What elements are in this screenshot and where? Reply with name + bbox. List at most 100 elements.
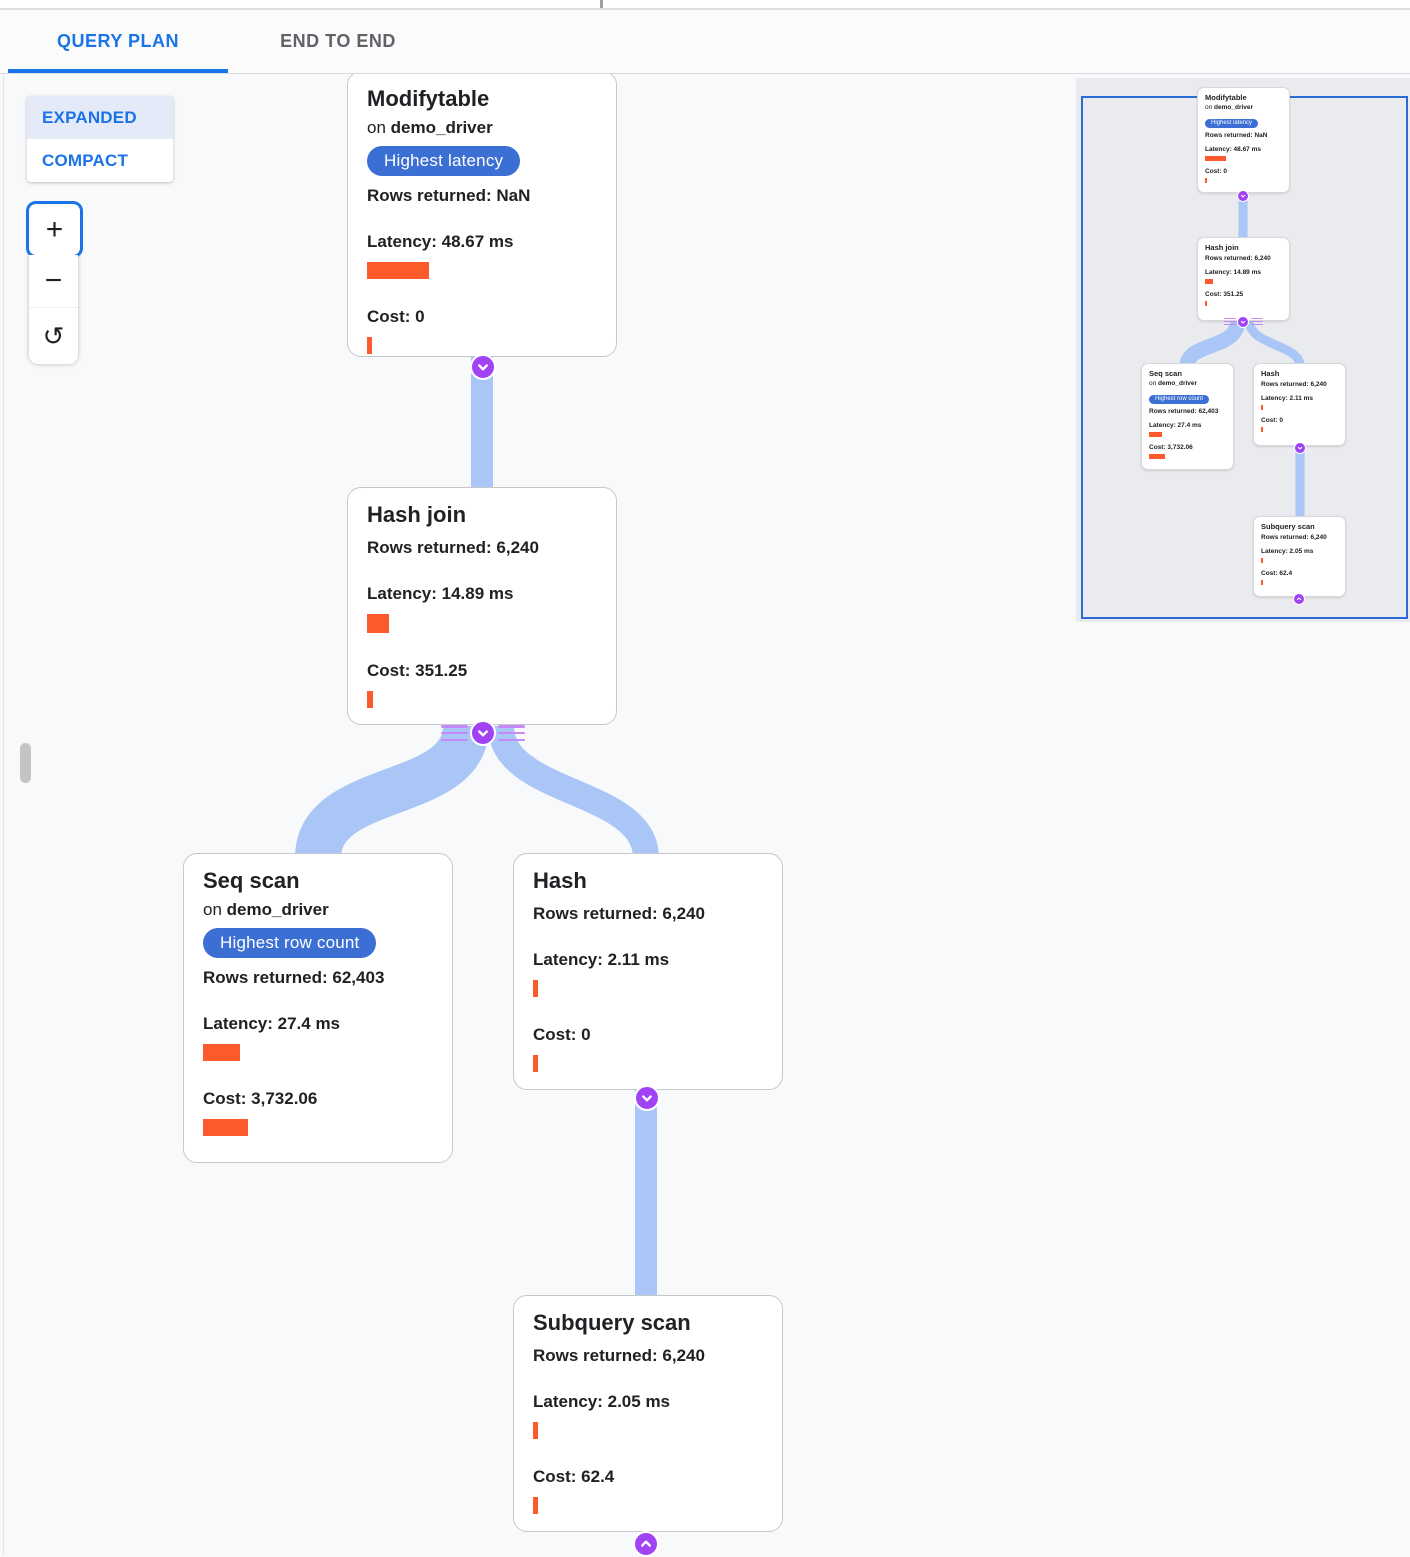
latency-bar <box>367 614 389 633</box>
cost-bar <box>1261 427 1263 432</box>
cost-bar <box>1261 580 1263 585</box>
zoom-controls: + − ↺ <box>26 201 83 364</box>
node-table: on demo_driver <box>367 118 493 137</box>
minimap-edge-stripes-left <box>1224 318 1236 325</box>
plan-node-hash[interactable]: Hash Rows returned: 6,240 Latency: 2.11 … <box>513 853 783 1090</box>
node-table: on demo_driver <box>1149 380 1198 387</box>
node-badge: Highest row count <box>203 928 377 958</box>
node-title: Hash <box>1261 369 1280 378</box>
minimap-node-modifytable[interactable]: Modifytable on demo_driver Highest laten… <box>1197 87 1290 193</box>
node-badge: Highest latency <box>1205 118 1259 128</box>
tab-query-plan[interactable]: QUERY PLAN <box>8 10 228 73</box>
node-badge: Highest latency <box>367 146 521 176</box>
tab-label: QUERY PLAN <box>56 31 180 51</box>
chevron-down-icon <box>1240 194 1246 198</box>
cost-bar <box>367 691 373 708</box>
top-divider <box>600 0 603 8</box>
chevron-up-icon <box>1296 597 1302 601</box>
layout-toggle-compact[interactable]: COMPACT <box>27 139 173 182</box>
tab-end-to-end[interactable]: END TO END <box>248 10 428 73</box>
node-latency: Latency: 2.11 ms <box>533 950 670 969</box>
node-rows-returned: Rows returned: 6,240 <box>1261 534 1327 541</box>
node-title: Modifytable <box>367 86 490 111</box>
minimap-node-subquery-scan[interactable]: Subquery scan Rows returned: 6,240 Laten… <box>1253 516 1346 597</box>
tab-bar: QUERY PLAN END TO END <box>0 10 1410 74</box>
vertical-scrollbar-thumb[interactable] <box>20 743 31 783</box>
latency-bar <box>367 262 429 279</box>
latency-bar <box>1261 405 1263 410</box>
node-badge: Highest row count <box>1149 394 1210 404</box>
node-title: Subquery scan <box>1261 522 1315 531</box>
minimap-edge-stripes-right <box>1251 318 1263 325</box>
cost-bar <box>1205 301 1207 306</box>
node-title: Seq scan <box>1149 369 1182 378</box>
collapse-node-button[interactable] <box>470 720 496 746</box>
node-cost: Cost: 0 <box>533 1025 591 1044</box>
edge-stripes-left <box>441 725 468 741</box>
reset-zoom-button[interactable]: ↺ <box>29 307 78 364</box>
node-cost: Cost: 62.4 <box>533 1467 615 1486</box>
minimap-collapse-dot <box>1237 190 1249 202</box>
zoom-in-icon: + <box>45 212 64 246</box>
edge-hashjoin-hash <box>488 724 659 860</box>
collapse-node-button[interactable] <box>470 354 496 380</box>
cost-bar <box>203 1119 248 1136</box>
cost-bar <box>533 1497 538 1514</box>
node-rows-returned: Rows returned: 6,240 <box>533 904 705 923</box>
minimap-edge-hashjoin-hash <box>1244 319 1305 367</box>
plan-node-hash-join[interactable]: Hash join Rows returned: 6,240 Latency: … <box>347 487 617 725</box>
zoom-in-button[interactable]: + <box>26 201 83 258</box>
node-cost: Cost: 62.4 <box>1261 570 1293 577</box>
node-title: Hash join <box>367 502 467 527</box>
cost-bar <box>1205 178 1207 183</box>
plan-node-seq-scan[interactable]: Seq scan on demo_driver Highest row coun… <box>183 853 453 1163</box>
latency-bar <box>1205 156 1226 161</box>
node-latency: Latency: 2.05 ms <box>1261 548 1314 555</box>
minimap-collapse-dot <box>1237 316 1249 328</box>
chevron-down-icon <box>1297 446 1303 450</box>
minimap-node-hash-join[interactable]: Hash join Rows returned: 6,240 Latency: … <box>1197 237 1290 321</box>
chevron-down-icon <box>1240 320 1246 324</box>
node-rows-returned: Rows returned: 62,403 <box>1149 408 1219 415</box>
expand-node-button[interactable] <box>633 1531 659 1557</box>
node-latency: Latency: 48.67 ms <box>367 232 514 251</box>
reset-zoom-icon: ↺ <box>42 320 65 351</box>
zoom-out-button[interactable]: − <box>29 255 78 307</box>
node-latency: Latency: 14.89 ms <box>367 584 514 603</box>
chevron-down-icon <box>478 730 488 737</box>
collapse-node-button[interactable] <box>634 1085 660 1111</box>
node-title: Subquery scan <box>533 1310 691 1335</box>
edge-stripes-right <box>498 725 525 741</box>
tab-label: END TO END <box>280 31 396 51</box>
node-latency: Latency: 2.11 ms <box>1261 395 1314 402</box>
edge-hashjoin-seqscan <box>295 723 489 861</box>
node-latency: Latency: 48.67 ms <box>1205 146 1262 153</box>
panel-divider <box>3 73 4 1556</box>
node-cost: Cost: 0 <box>367 307 425 326</box>
cost-bar <box>533 1055 538 1072</box>
node-rows-returned: Rows returned: 62,403 <box>203 968 385 987</box>
node-table: on demo_driver <box>1205 104 1254 111</box>
node-latency: Latency: 27.4 ms <box>1149 422 1202 429</box>
chevron-down-icon <box>478 364 488 371</box>
node-cost: Cost: 351.25 <box>367 661 468 680</box>
active-tab-indicator <box>8 69 228 73</box>
plan-node-subquery-scan[interactable]: Subquery scan Rows returned: 6,240 Laten… <box>513 1295 783 1532</box>
node-title: Modifytable <box>1205 93 1247 102</box>
latency-bar <box>1205 279 1213 284</box>
node-title: Hash <box>533 868 587 893</box>
node-latency: Latency: 2.05 ms <box>533 1392 671 1411</box>
node-cost: Cost: 0 <box>1261 417 1284 424</box>
minimap-node-seq-scan[interactable]: Seq scan on demo_driver Highest row coun… <box>1141 363 1234 470</box>
node-latency: Latency: 27.4 ms <box>203 1014 341 1033</box>
node-rows-returned: Rows returned: NaN <box>367 186 531 205</box>
node-rows-returned: Rows returned: NaN <box>1205 132 1268 139</box>
node-table: on demo_driver <box>203 900 329 919</box>
node-cost: Cost: 0 <box>1205 168 1228 175</box>
node-title: Seq scan <box>203 868 300 893</box>
plan-node-modifytable[interactable]: Modifytable on demo_driver Highest laten… <box>347 71 617 357</box>
latency-bar <box>1261 558 1263 563</box>
node-cost: Cost: 351.25 <box>1205 291 1244 298</box>
minimap-node-hash[interactable]: Hash Rows returned: 6,240 Latency: 2.11 … <box>1253 363 1346 446</box>
layout-toggle-expanded[interactable]: EXPANDED <box>27 96 173 139</box>
